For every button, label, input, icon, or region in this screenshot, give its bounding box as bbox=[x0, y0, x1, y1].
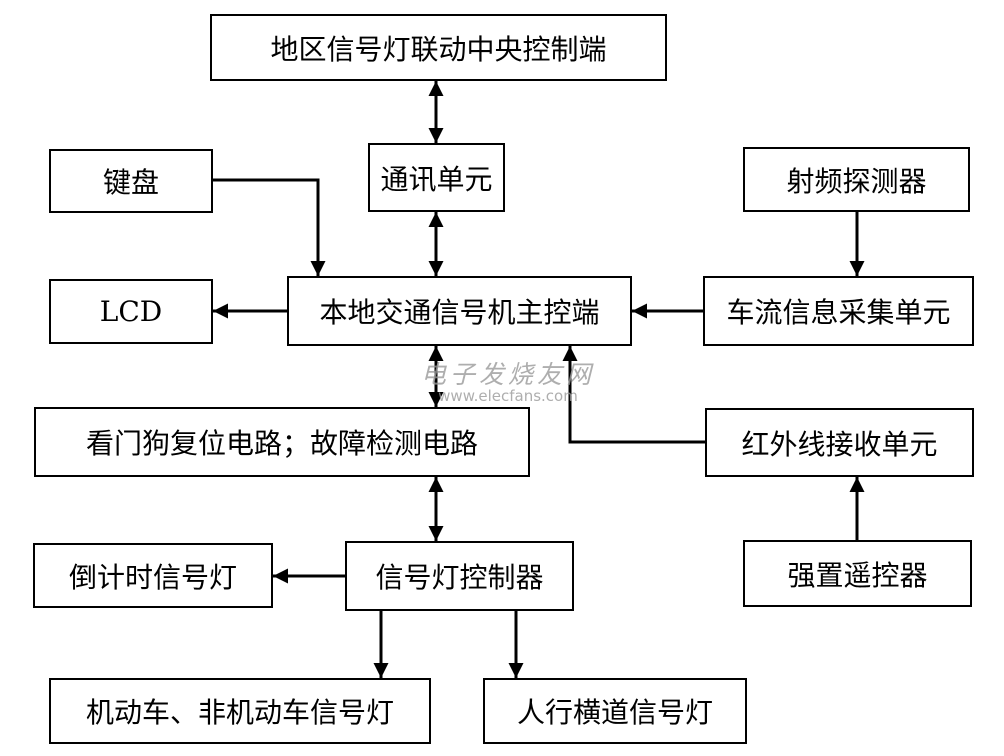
watermark-en: www.elecfans.com bbox=[438, 387, 578, 405]
node-central: 地区信号灯联动中央控制端 bbox=[210, 14, 667, 81]
node-keyboard: 键盘 bbox=[49, 149, 213, 213]
node-vehicle: 机动车、非机动车信号灯 bbox=[49, 678, 431, 744]
node-comm: 通讯单元 bbox=[368, 143, 505, 212]
node-controller: 信号灯控制器 bbox=[345, 541, 574, 611]
node-countdown: 倒计时信号灯 bbox=[33, 543, 273, 608]
edge-ir-main bbox=[562, 346, 705, 444]
edge-keyboard-main bbox=[213, 178, 326, 276]
watermark-cn: 电子发烧友网 bbox=[420, 360, 595, 389]
node-flow: 车流信息采集单元 bbox=[703, 276, 974, 346]
node-rf: 射频探测器 bbox=[743, 147, 970, 212]
node-watchdog: 看门狗复位电路；故障检测电路 bbox=[34, 407, 530, 477]
node-lcd: LCD bbox=[49, 279, 213, 344]
node-ir: 红外线接收单元 bbox=[705, 408, 974, 477]
watermark: 电子发烧友网 www.elecfans.com bbox=[408, 355, 608, 405]
node-main: 本地交通信号机主控端 bbox=[287, 276, 632, 346]
node-pedestrian: 人行横道信号灯 bbox=[483, 678, 747, 744]
node-remote: 强置遥控器 bbox=[743, 540, 972, 607]
